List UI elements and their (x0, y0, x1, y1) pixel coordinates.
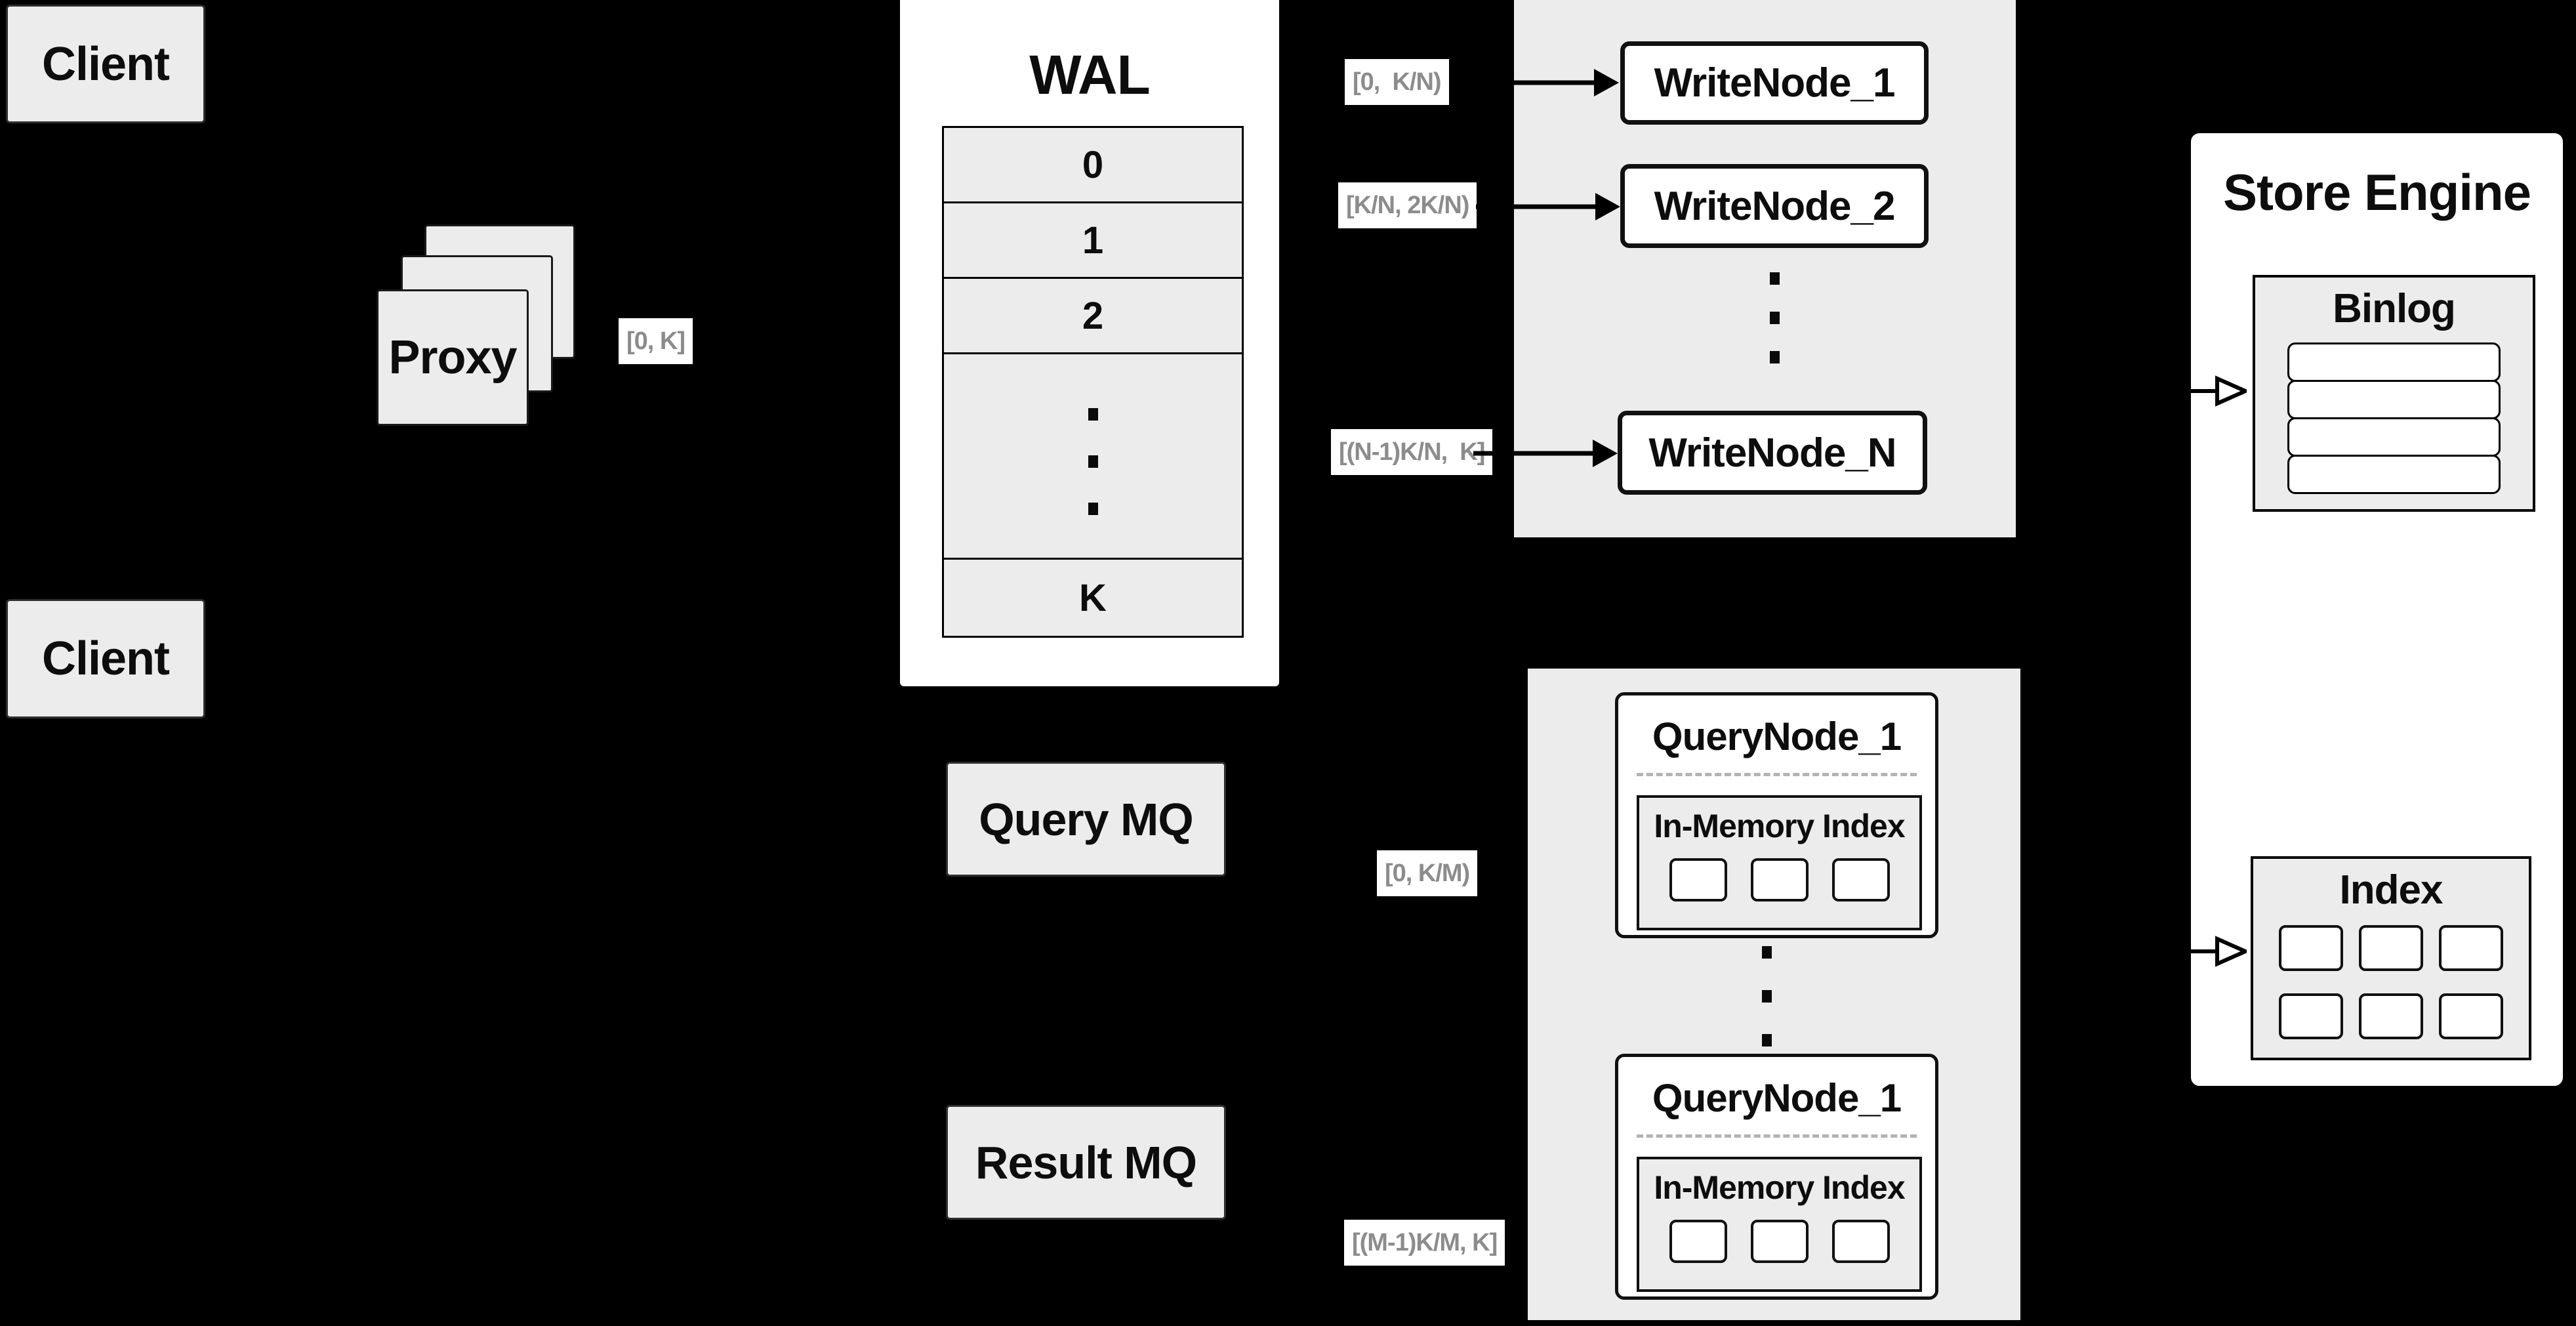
wal-segment-table: 0 1 2 K (942, 126, 1244, 638)
wal-segment-row: 0 (944, 128, 1242, 201)
write-node-2-label: WriteNode_2 (1654, 183, 1896, 229)
index-cell (2359, 925, 2423, 971)
proxy-node: Proxy (377, 289, 529, 426)
in-memory-index-box: In-Memory Index (1637, 795, 1922, 930)
client-node-bottom-label: Client (41, 632, 170, 685)
proxy-node-label: Proxy (388, 331, 517, 384)
arrow-to-index (2152, 936, 2247, 967)
in-memory-index-title: In-Memory Index (1654, 1169, 1905, 1206)
binlog-row (2287, 455, 2501, 494)
index-segment-cell (1750, 858, 1809, 901)
in-memory-index-cells (1639, 1220, 1919, 1263)
query-mq-label: Query MQ (979, 793, 1194, 845)
range-label-write-1: [0, K/N) (1345, 59, 1449, 105)
client-node-top-label: Client (41, 37, 170, 91)
binlog-row (2287, 417, 2501, 457)
index-cell (2439, 993, 2503, 1039)
arrow-to-write-node-1 (1475, 69, 1619, 96)
client-node-bottom: Client (6, 599, 205, 718)
binlog-row (2287, 380, 2501, 419)
range-label-proxy-out: [0, K] (619, 318, 693, 364)
query-node-bottom-title: QueryNode_1 (1652, 1076, 1902, 1120)
wal-title: WAL (1029, 44, 1151, 106)
binlog-row (2287, 342, 2501, 382)
index-segment-cell (1831, 1220, 1890, 1263)
wal-segment-row: 2 (944, 277, 1242, 352)
range-label-write-n: [(N-1)K/N, K] (1331, 429, 1493, 475)
wal-segment-row: 1 (944, 201, 1242, 277)
index-box: Index (2251, 856, 2531, 1060)
write-node-n-label: WriteNode_N (1648, 430, 1896, 476)
in-memory-index-cells (1639, 858, 1919, 901)
dashed-divider (1637, 1134, 1917, 1138)
write-node-1: WriteNode_1 (1620, 41, 1929, 125)
index-segment-cell (1669, 1220, 1727, 1263)
query-node-top: QueryNode_1 In-Memory Index (1615, 692, 1938, 938)
index-cell (2279, 925, 2343, 971)
query-mq-box: Query MQ (946, 762, 1226, 877)
query-node-top-title: QueryNode_1 (1652, 715, 1902, 758)
query-node-bottom: QueryNode_1 In-Memory Index (1615, 1054, 1938, 1300)
index-cell (2359, 993, 2423, 1039)
wal-segment-label: 0 (1082, 143, 1104, 186)
result-mq-label: Result MQ (975, 1136, 1197, 1188)
wal-box: WAL 0 1 2 K (897, 0, 1282, 689)
index-segment-cell (1750, 1220, 1809, 1263)
index-cell (2439, 925, 2503, 971)
binlog-title: Binlog (2333, 286, 2456, 331)
index-segment-cell (1831, 858, 1890, 901)
arrow-to-write-node-n (1473, 440, 1618, 467)
index-cells (2253, 925, 2529, 1039)
in-memory-index-box: In-Memory Index (1637, 1157, 1922, 1292)
binlog-rows (2287, 342, 2501, 494)
range-label-query-m: [(M-1)K/M, K] (1344, 1220, 1505, 1266)
result-mq-box: Result MQ (946, 1105, 1226, 1220)
index-segment-cell (1669, 858, 1727, 901)
range-label-write-2: [K/N, 2K/N) (1338, 182, 1477, 228)
wal-segment-label: K (1079, 576, 1107, 619)
client-node-top: Client (6, 5, 205, 123)
store-engine-title: Store Engine (2222, 163, 2531, 221)
in-memory-index-title: In-Memory Index (1654, 808, 1905, 844)
dashed-divider (1637, 773, 1917, 776)
write-node-2: WriteNode_2 (1620, 164, 1929, 248)
store-engine-box: Store Engine Binlog Index (2188, 130, 2566, 1089)
wal-ellipsis-row (944, 352, 1242, 558)
arrow-to-binlog (2152, 375, 2247, 407)
wal-segment-label: 1 (1082, 218, 1104, 262)
index-cell (2279, 993, 2343, 1039)
arrow-to-write-node-2 (1476, 193, 1620, 220)
range-label-query-1: [0, K/M) (1377, 850, 1478, 896)
index-title: Index (2339, 867, 2443, 913)
binlog-box: Binlog (2253, 275, 2535, 512)
write-node-1-label: WriteNode_1 (1654, 60, 1896, 106)
wal-segment-label: 2 (1082, 294, 1104, 337)
wal-segment-row: K (944, 558, 1242, 636)
write-node-n: WriteNode_N (1618, 411, 1927, 495)
